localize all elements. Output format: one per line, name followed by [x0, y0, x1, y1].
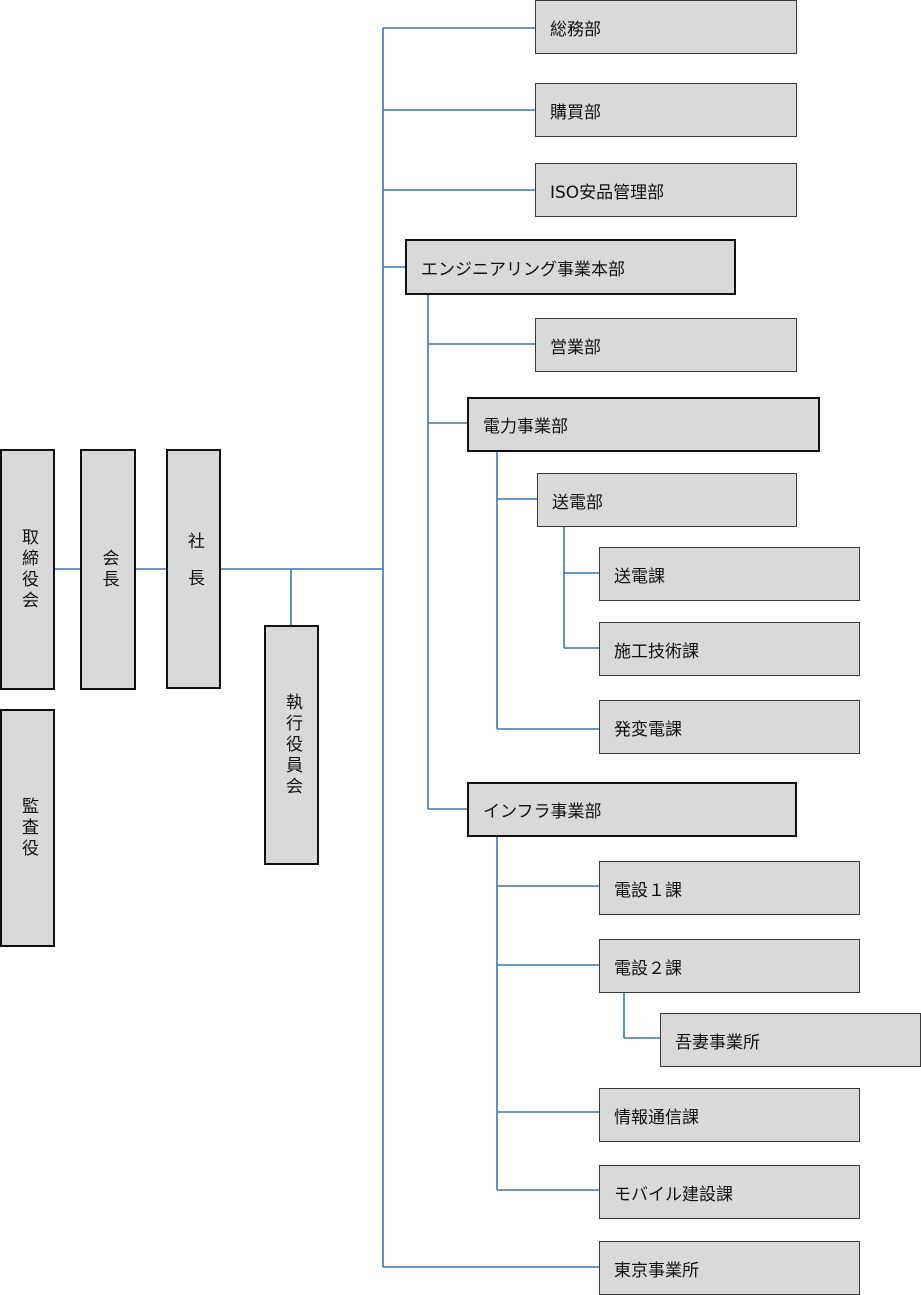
board-label: 取締役会: [18, 527, 38, 612]
electric2-box: 電設２課: [599, 939, 860, 993]
purchasing-box: 購買部: [535, 83, 797, 137]
transmission-section-box: 送電課: [599, 547, 860, 601]
transmission-dept-label: 送電部: [552, 492, 603, 513]
mobile-construction-label: モバイル建設課: [614, 1184, 733, 1205]
executive-committee-label: 執行役員会: [282, 692, 302, 798]
electric1-label: 電設１課: [614, 880, 682, 901]
president-box: 社長: [166, 449, 221, 689]
info-comm-label: 情報通信課: [614, 1107, 699, 1128]
mobile-construction-box: モバイル建設課: [599, 1165, 860, 1219]
infra-division-label: インフラ事業部: [483, 802, 602, 822]
substation-label: 発変電課: [614, 719, 682, 740]
power-division-label: 電力事業部: [483, 417, 568, 437]
transmission-section-label: 送電課: [614, 566, 665, 587]
substation-box: 発変電課: [599, 700, 860, 754]
chairman-label: 会長: [98, 548, 119, 591]
power-division-box: 電力事業部: [467, 397, 820, 452]
sales-box: 営業部: [535, 318, 797, 372]
electric2-label: 電設２課: [614, 958, 682, 979]
agatsuma-office-box: 吾妻事業所: [660, 1013, 921, 1067]
engineering-division-box: エンジニアリング事業本部: [405, 239, 736, 295]
executive-committee-box: 執行役員会: [264, 625, 319, 865]
construction-tech-box: 施工技術課: [599, 622, 860, 676]
tokyo-office-label: 東京事業所: [614, 1260, 699, 1281]
auditor-box: 監査役: [0, 709, 55, 947]
auditor-label: 監査役: [18, 796, 38, 860]
purchasing-label: 購買部: [550, 102, 601, 123]
chairman-box: 会長: [80, 449, 136, 690]
electric1-box: 電設１課: [599, 861, 860, 915]
tokyo-office-box: 東京事業所: [599, 1241, 860, 1295]
engineering-division-label: エンジニアリング事業本部: [421, 259, 625, 280]
info-comm-box: 情報通信課: [599, 1088, 860, 1142]
construction-tech-label: 施工技術課: [614, 641, 699, 662]
iso-quality-box: ISO安品管理部: [535, 163, 797, 217]
president-label: 社長: [184, 532, 204, 606]
agatsuma-office-label: 吾妻事業所: [675, 1032, 760, 1053]
board-box: 取締役会: [0, 449, 55, 690]
infra-division-box: インフラ事業部: [467, 782, 797, 837]
sales-label: 営業部: [550, 337, 601, 358]
iso-quality-label: ISO安品管理部: [550, 182, 665, 203]
general-affairs-box: 総務部: [535, 0, 797, 54]
general-affairs-label: 総務部: [550, 19, 601, 40]
transmission-dept-box: 送電部: [537, 473, 797, 527]
